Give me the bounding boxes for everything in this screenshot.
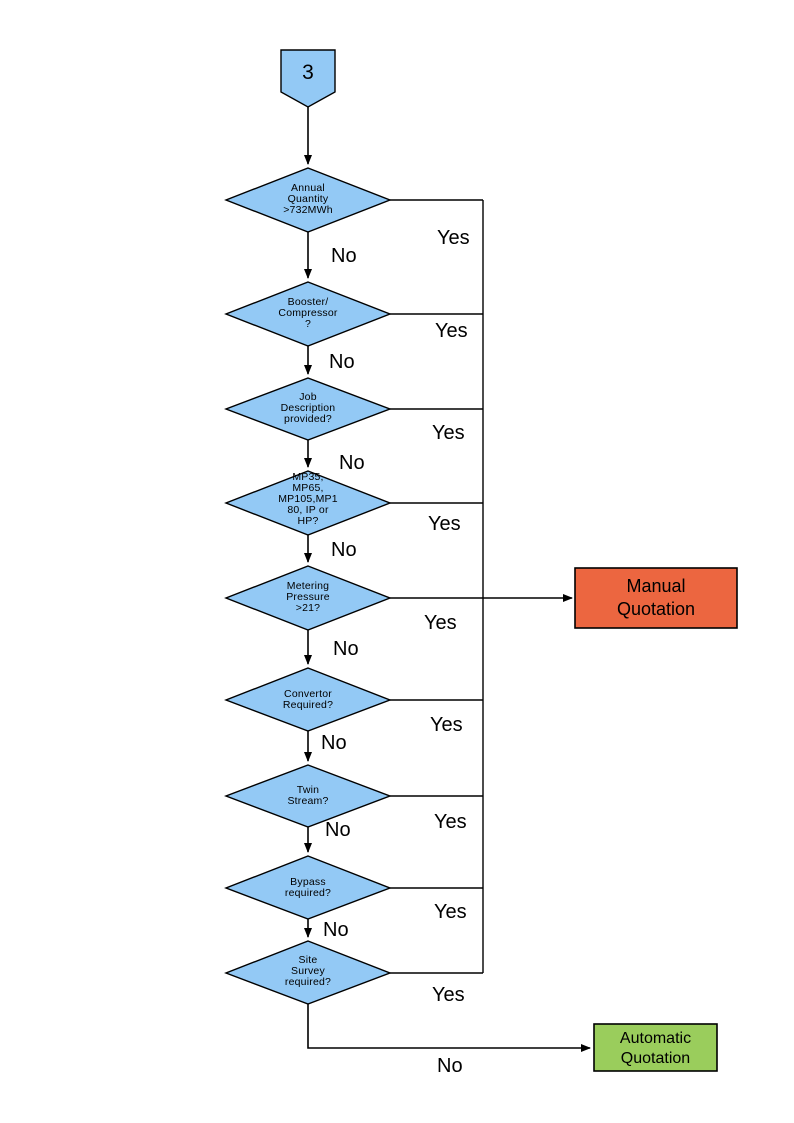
decision-annual-quantity-shape[interactable]	[224, 167, 392, 233]
edge-label-no-booster-compressor: No	[329, 351, 355, 373]
edge-label-yes-booster-compressor: Yes	[435, 320, 468, 342]
decision-job-description-shape[interactable]	[224, 377, 392, 441]
edge-label-no-pressure-tier: No	[331, 539, 357, 561]
edge-label-no-metering-pressure: No	[333, 638, 359, 660]
edge-label-yes-bypass: Yes	[434, 901, 467, 923]
edge-label-yes-convertor: Yes	[430, 714, 463, 736]
decision-metering-pressure-shape[interactable]	[224, 565, 392, 631]
start-connector-shape[interactable]	[280, 49, 336, 108]
edge-label-yes-pressure-tier: Yes	[428, 513, 461, 535]
edge-label-yes-job-description: Yes	[432, 422, 465, 444]
terminal-manual-quotation-shape[interactable]	[574, 567, 738, 629]
edge-label-no-bypass: No	[323, 919, 349, 941]
decision-booster-compressor-shape[interactable]	[224, 281, 392, 347]
decision-bypass-shape[interactable]	[224, 855, 392, 920]
decision-convertor-shape[interactable]	[224, 667, 392, 732]
decision-site-survey-shape[interactable]	[224, 940, 392, 1005]
edge-label-yes-twin-stream: Yes	[434, 811, 467, 833]
edge-label-yes-site-survey: Yes	[432, 984, 465, 1006]
decision-pressure-tier-shape[interactable]	[224, 470, 392, 536]
edge-label-no-convertor: No	[321, 732, 347, 754]
edge-label-yes-annual-quantity: Yes	[437, 227, 470, 249]
decision-twin-stream-shape[interactable]	[224, 764, 392, 828]
edge-label-yes-metering-pressure: Yes	[424, 612, 457, 634]
terminal-automatic-quotation-shape[interactable]	[593, 1023, 718, 1072]
edge-label-no-twin-stream: No	[325, 819, 351, 841]
edge-label-no-job-description: No	[339, 452, 365, 474]
edge-label-no-site-survey: No	[437, 1055, 463, 1077]
edge-label-no-annual-quantity: No	[331, 245, 357, 267]
edge-no-site-survey-to-automatic	[307, 1004, 591, 1052]
